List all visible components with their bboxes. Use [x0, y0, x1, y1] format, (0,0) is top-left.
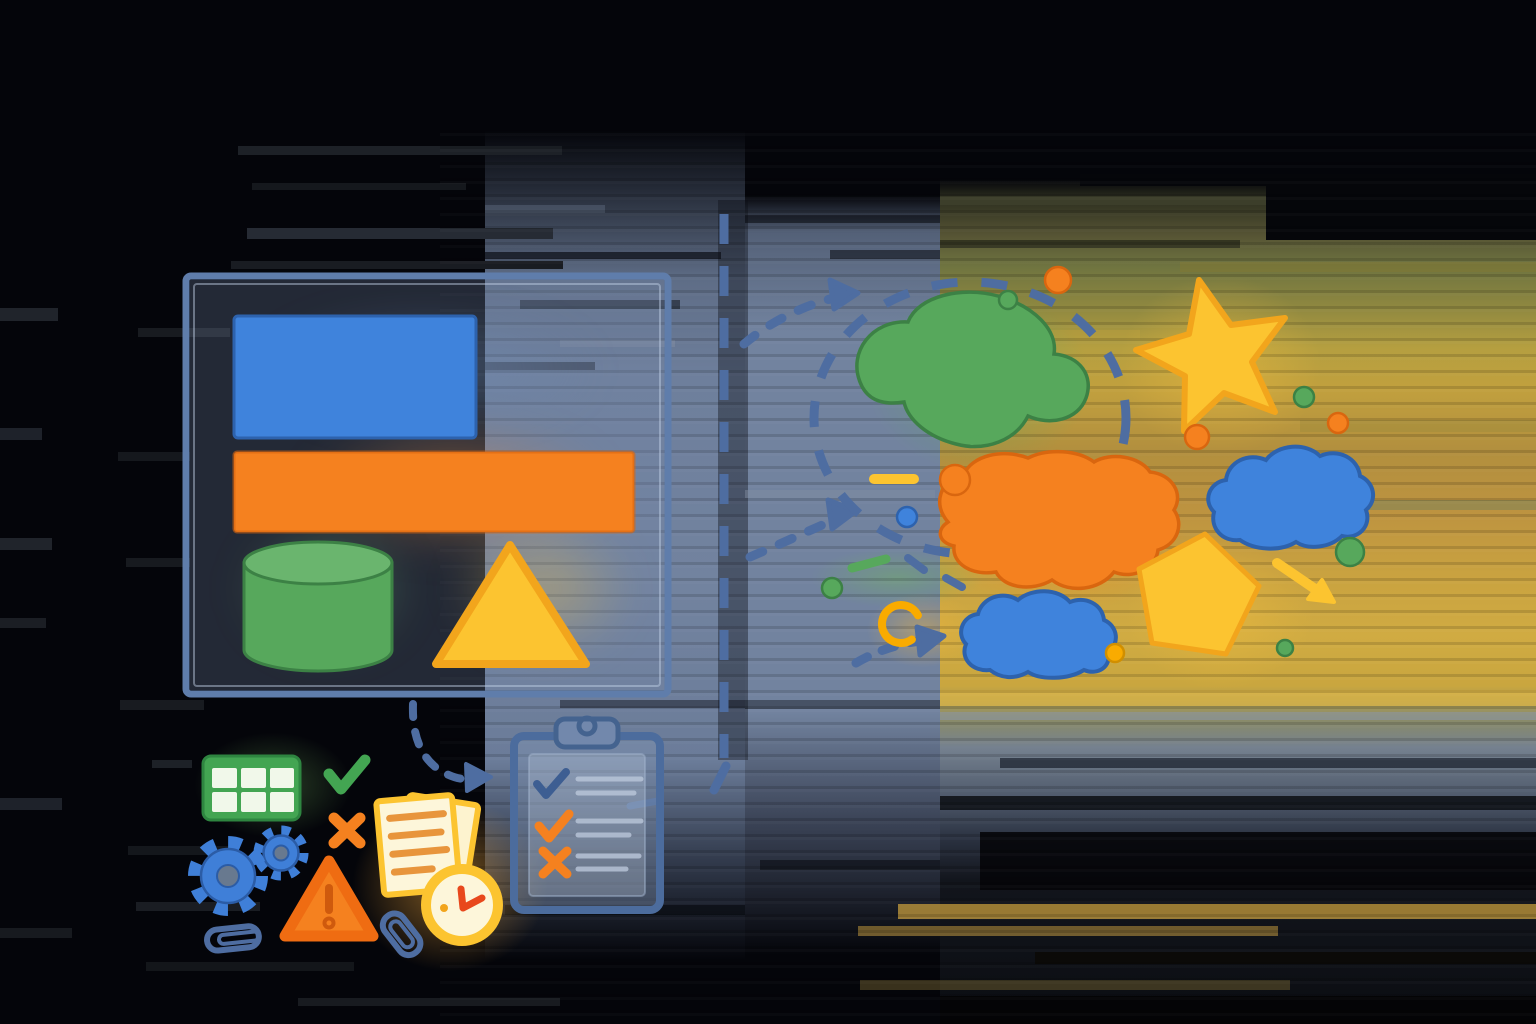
checklist-row — [538, 846, 642, 879]
dot — [1275, 638, 1295, 658]
check-icon — [323, 754, 371, 795]
bottom-icons — [188, 700, 664, 959]
arrowhead-icon — [464, 762, 493, 793]
scatter-dots — [820, 265, 1366, 664]
clock-icon — [421, 864, 503, 946]
cross-icon — [328, 812, 366, 849]
dot — [938, 463, 972, 497]
table-grid-icon — [201, 754, 302, 822]
gears-icon — [188, 825, 309, 916]
green-dash — [968, 433, 994, 445]
dot — [820, 576, 844, 600]
canvas-panel-frame-inner — [193, 283, 661, 687]
steel-dash — [904, 554, 928, 574]
yellow-triangle — [432, 541, 590, 668]
canvas-panel-frame — [182, 272, 672, 698]
checklist-row — [534, 809, 644, 843]
green-cylinder-body — [242, 561, 394, 673]
dot — [1292, 385, 1316, 409]
green-cylinder — [242, 540, 394, 673]
clipboard-checklist-icon — [510, 715, 664, 914]
paperclip-icon — [204, 923, 262, 954]
warning-triangle-icon — [279, 855, 379, 942]
accent-dashes — [847, 433, 994, 591]
dot — [997, 289, 1019, 311]
paperclip-icon — [379, 910, 424, 959]
blue-cloud — [1206, 444, 1376, 551]
orange-bar — [232, 450, 636, 534]
canvas-panel — [182, 272, 672, 698]
dot — [1183, 423, 1211, 451]
steel-dash — [942, 574, 966, 591]
dashed-arrow — [408, 700, 493, 793]
orange-blob — [937, 449, 1181, 591]
yellow-pentagon — [1136, 531, 1262, 657]
dot — [1104, 642, 1126, 664]
yellow-arrowhead-icon — [1306, 578, 1336, 604]
yellow-arrow — [1272, 558, 1336, 604]
arrowhead-icon — [825, 497, 859, 532]
arrowhead-icon — [914, 624, 947, 658]
dashed-orbit — [809, 277, 1131, 559]
arrowhead-icon — [827, 277, 861, 312]
blue-cloud-small — [959, 589, 1118, 680]
green-dash — [847, 554, 891, 573]
yellow-star — [1133, 277, 1288, 434]
transform-arrow-top — [739, 293, 839, 349]
checklist-row — [533, 768, 644, 799]
dot — [1043, 265, 1073, 295]
transform-arrow-middle — [745, 514, 841, 562]
dot — [895, 505, 919, 529]
green-cylinder-top — [242, 540, 394, 586]
yellow-arrow-shaft — [1272, 558, 1323, 596]
green-blob — [855, 290, 1090, 449]
dot — [1326, 411, 1350, 435]
spinner-arc-icon — [878, 601, 924, 647]
blue-rectangle — [232, 314, 478, 440]
divider-tail-dash — [709, 761, 731, 795]
dot — [1334, 536, 1366, 568]
